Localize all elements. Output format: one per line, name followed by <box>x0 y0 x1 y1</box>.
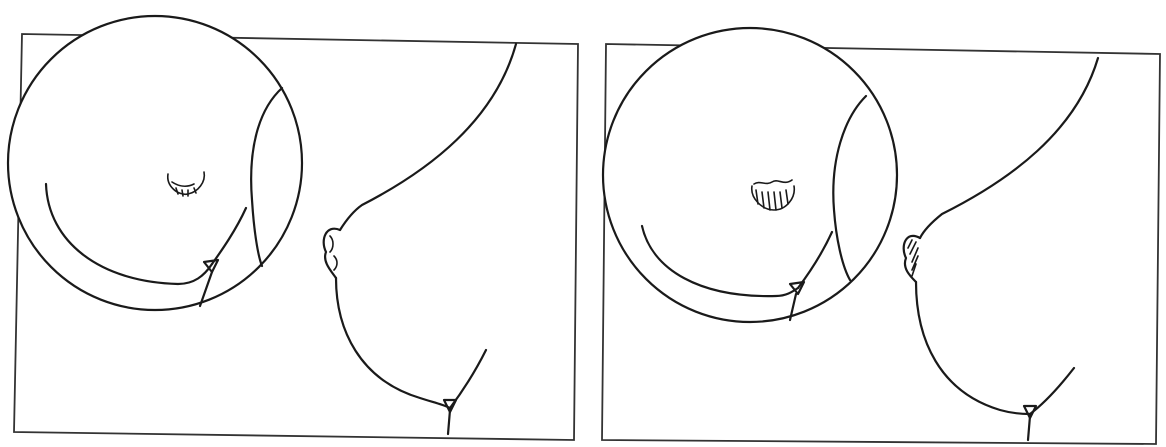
profile-nipple-detail <box>330 236 337 270</box>
profile-nipple-hatching <box>908 240 918 276</box>
line-drawing-right <box>590 0 1166 447</box>
profile-areola-contour <box>324 229 340 278</box>
profile-upper-contour <box>920 58 1098 238</box>
line-drawing-left <box>0 0 590 447</box>
profile-lower-contour <box>336 278 450 408</box>
magnified-view-circle <box>603 28 897 322</box>
profile-fold-stem <box>1028 416 1030 440</box>
profile-upper-contour <box>340 44 516 230</box>
magnified-view-circle <box>8 16 302 310</box>
profile-lower-contour <box>916 282 1030 414</box>
illustration-panel-right <box>590 0 1166 447</box>
illustration-panel-left <box>0 0 590 447</box>
profile-fold-stem <box>448 410 450 434</box>
